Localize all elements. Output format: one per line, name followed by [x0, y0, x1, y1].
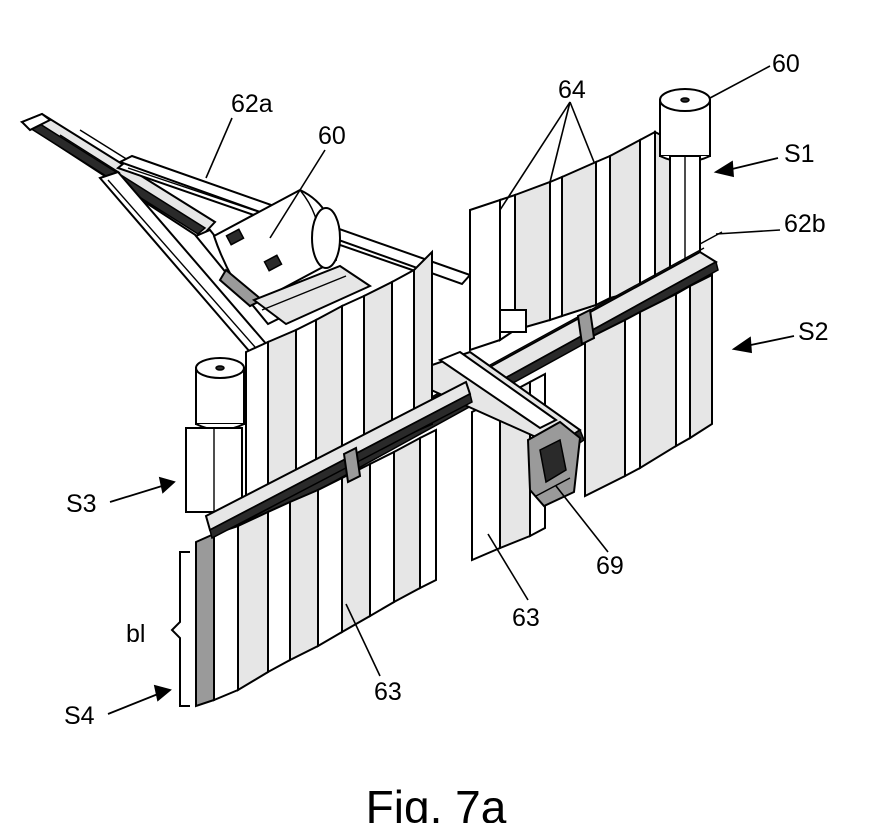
label-62a: 62a [231, 90, 273, 118]
label-63-left: 63 [374, 678, 402, 706]
label-s2: S2 [798, 318, 829, 346]
label-s1: S1 [784, 140, 815, 168]
label-s3: S3 [66, 490, 97, 518]
label-bl: bl [126, 620, 145, 648]
label-64: 64 [558, 76, 586, 104]
drive-69 [528, 422, 580, 506]
figure-caption: Fig. 7a [366, 781, 507, 823]
label-69: 69 [596, 552, 624, 580]
label-60-center: 60 [318, 122, 346, 150]
label-62b: 62b [784, 210, 826, 238]
label-63-right: 63 [512, 604, 540, 632]
label-s4: S4 [64, 702, 95, 730]
bracket-bl [172, 552, 190, 706]
label-60-top: 60 [772, 50, 800, 78]
drum-left [186, 358, 244, 512]
